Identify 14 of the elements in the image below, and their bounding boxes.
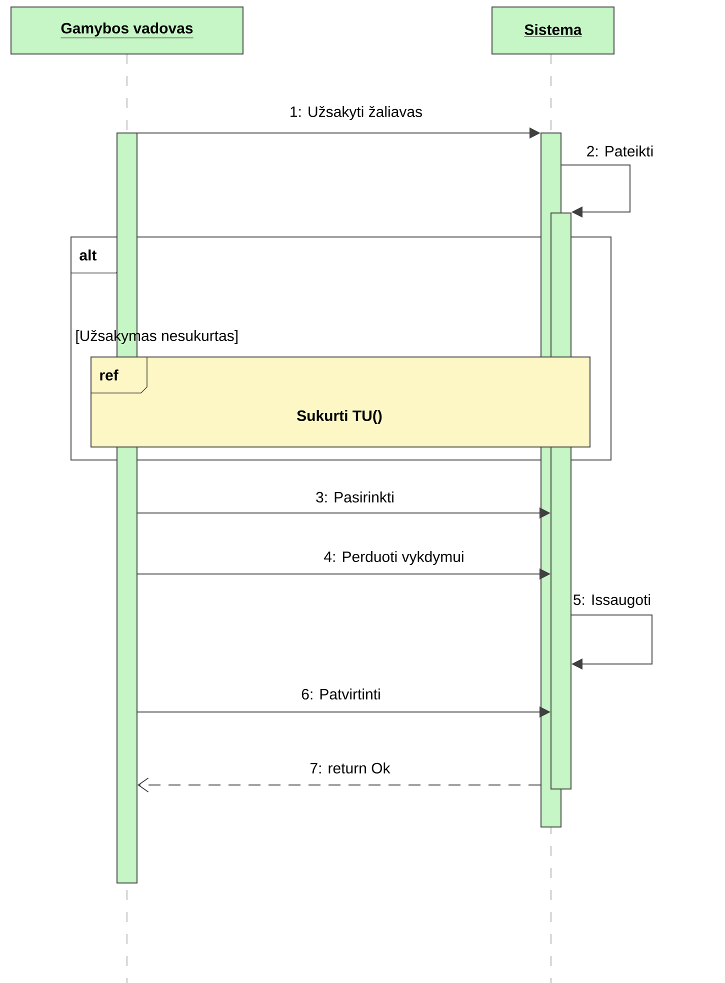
message-label: 4: Perduoti vykdymui: [322, 550, 466, 566]
message-label: 3: Pasirinkti: [314, 490, 396, 504]
message-arrow: [561, 164, 630, 218]
reference-title: Sukurti TU(): [297, 410, 382, 424]
message-label: 2: Pateikti: [585, 144, 655, 158]
lifeline-head: Gamybos vadovas: [10, 6, 244, 54]
message-label: 5: Issaugoti: [572, 593, 652, 609]
fragment-tag: ref: [90, 356, 148, 394]
message-label: 6: Patvirtinti: [300, 688, 382, 701]
message-arrow: [138, 778, 541, 792]
message-label: 7: return Ok: [308, 762, 392, 774]
message-arrow: [571, 614, 652, 670]
message-label: 1: Užsakyti žaliavas: [288, 105, 424, 122]
lifeline-head: Sistema: [492, 6, 614, 54]
